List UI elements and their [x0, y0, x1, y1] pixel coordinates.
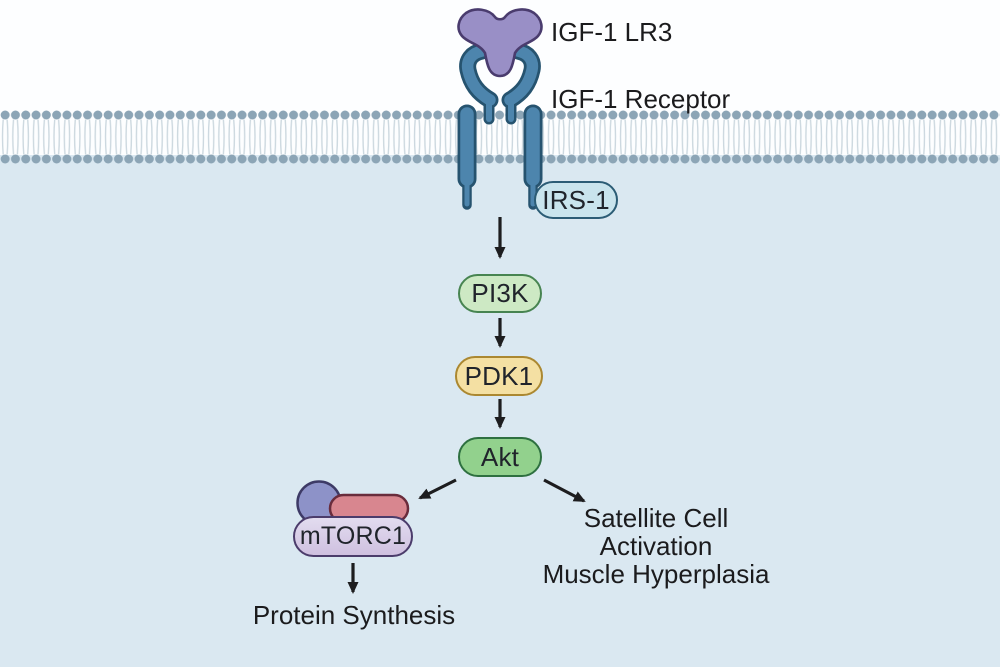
- node-irs1: IRS-1: [534, 181, 618, 219]
- igf1-receptor-shape: [457, 51, 533, 205]
- protein-synthesis-outcome-label: Protein Synthesis: [252, 600, 456, 630]
- ligand-label: IGF-1 LR3: [551, 17, 673, 47]
- receptor-label: IGF-1 Receptor: [551, 84, 731, 114]
- arrow-akt-to-satellite: [543, 478, 586, 503]
- node-pi3k: PI3K: [458, 274, 542, 313]
- satellite-cell-outcome-label: Satellite Cell Activation Muscle Hyperpl…: [536, 504, 776, 588]
- satellite-cell-line2: Activation: [599, 531, 713, 561]
- pathway-arrows: [347, 217, 586, 594]
- igf1-lr3-ligand-shape: [457, 8, 543, 78]
- node-akt: Akt: [458, 437, 542, 477]
- cell-membrane: [0, 110, 1000, 164]
- node-mtorc1: mTORC1: [293, 516, 413, 557]
- satellite-cell-line3: Muscle Hyperplasia: [542, 559, 770, 589]
- node-pdk1: PDK1: [455, 356, 543, 396]
- satellite-cell-line1: Satellite Cell: [583, 503, 729, 533]
- arrow-akt-to-mtorc1: [418, 478, 457, 500]
